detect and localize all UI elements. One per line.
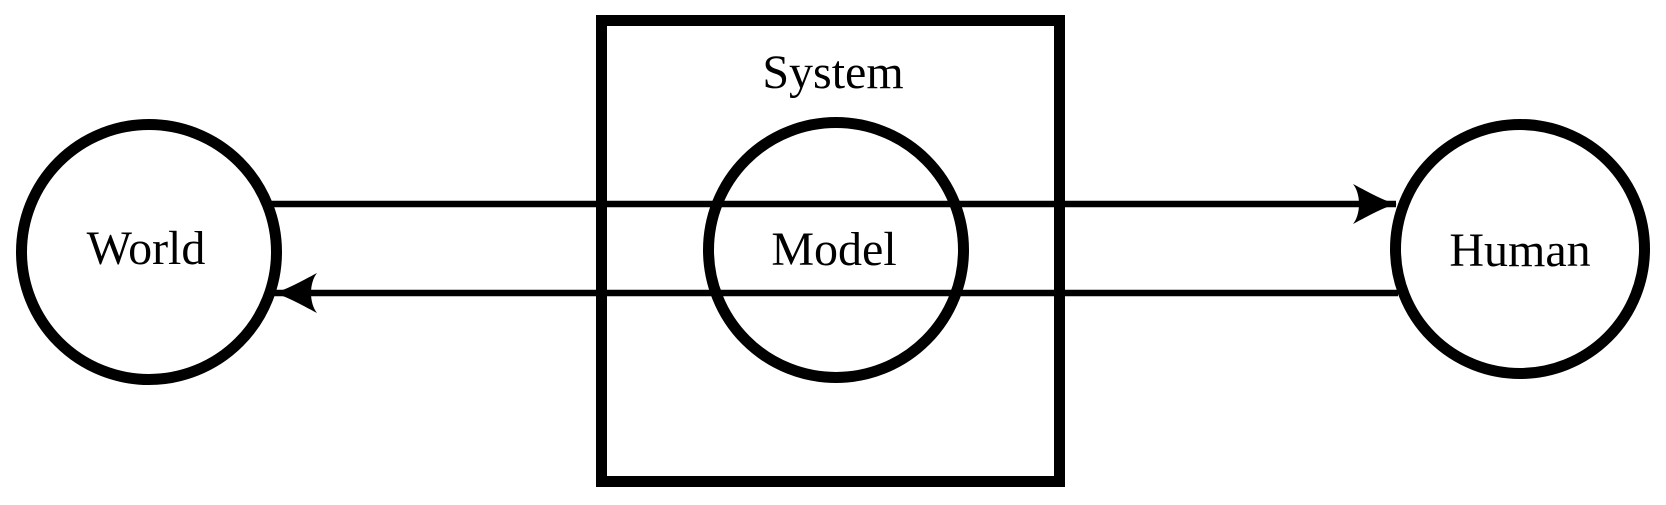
world-node-circle [16,119,282,385]
model-node-label: Model [771,223,897,276]
human-node-circle [1390,119,1650,379]
human-node-label: Human [1449,224,1591,277]
model-node-circle [703,117,969,383]
system-box-label: System [762,46,904,99]
world-node-label: World [86,222,206,275]
system-box [596,15,1065,487]
